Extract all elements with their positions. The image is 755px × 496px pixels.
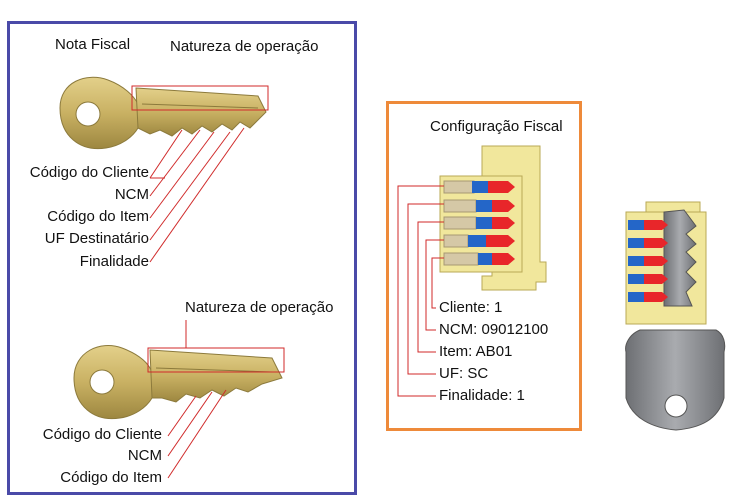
configuracao-fiscal-panel bbox=[386, 101, 582, 431]
bottom-key-highlight-label: Natureza de operação bbox=[185, 299, 334, 316]
lock-pin-label-3: Item: AB01 bbox=[439, 343, 513, 360]
lock-pin-label-5: Finalidade: 1 bbox=[439, 387, 525, 404]
top-cut-label-4: UF Destinatário bbox=[44, 230, 149, 247]
nota-fiscal-panel bbox=[7, 21, 357, 495]
lock-title: Configuração Fiscal bbox=[430, 118, 563, 135]
top-key bbox=[59, 76, 267, 150]
bottom-callout-lines bbox=[167, 389, 227, 479]
bottom-cut-label-2: NCM bbox=[127, 447, 162, 464]
top-key-highlight-label: Natureza de operação bbox=[170, 38, 319, 55]
lock-cylinder bbox=[439, 145, 547, 291]
lock-with-key bbox=[625, 201, 726, 431]
bottom-highlight-box bbox=[147, 347, 285, 373]
lock-pin-label-2: NCM: 09012100 bbox=[439, 321, 549, 338]
top-callout-lines bbox=[149, 127, 245, 263]
top-cut-label-1: Código do Cliente bbox=[29, 164, 149, 181]
top-cut-label-2: NCM bbox=[114, 186, 149, 203]
lock-pins bbox=[443, 180, 515, 266]
lock-pin-label-4: UF: SC bbox=[439, 365, 489, 382]
lock-pin-label-1: Cliente: 1 bbox=[439, 299, 503, 316]
top-cut-label-3: Código do Item bbox=[47, 208, 149, 225]
lock-callout-lines bbox=[397, 185, 444, 397]
top-cut-label-5: Finalidade bbox=[79, 253, 149, 270]
bottom-key bbox=[73, 345, 283, 420]
top-highlight-box bbox=[131, 85, 269, 111]
bottom-cut-label-1: Código do Cliente bbox=[42, 426, 162, 443]
bottom-cut-label-3: Código do Item bbox=[60, 469, 162, 486]
top-key-title: Nota Fiscal bbox=[55, 36, 131, 53]
